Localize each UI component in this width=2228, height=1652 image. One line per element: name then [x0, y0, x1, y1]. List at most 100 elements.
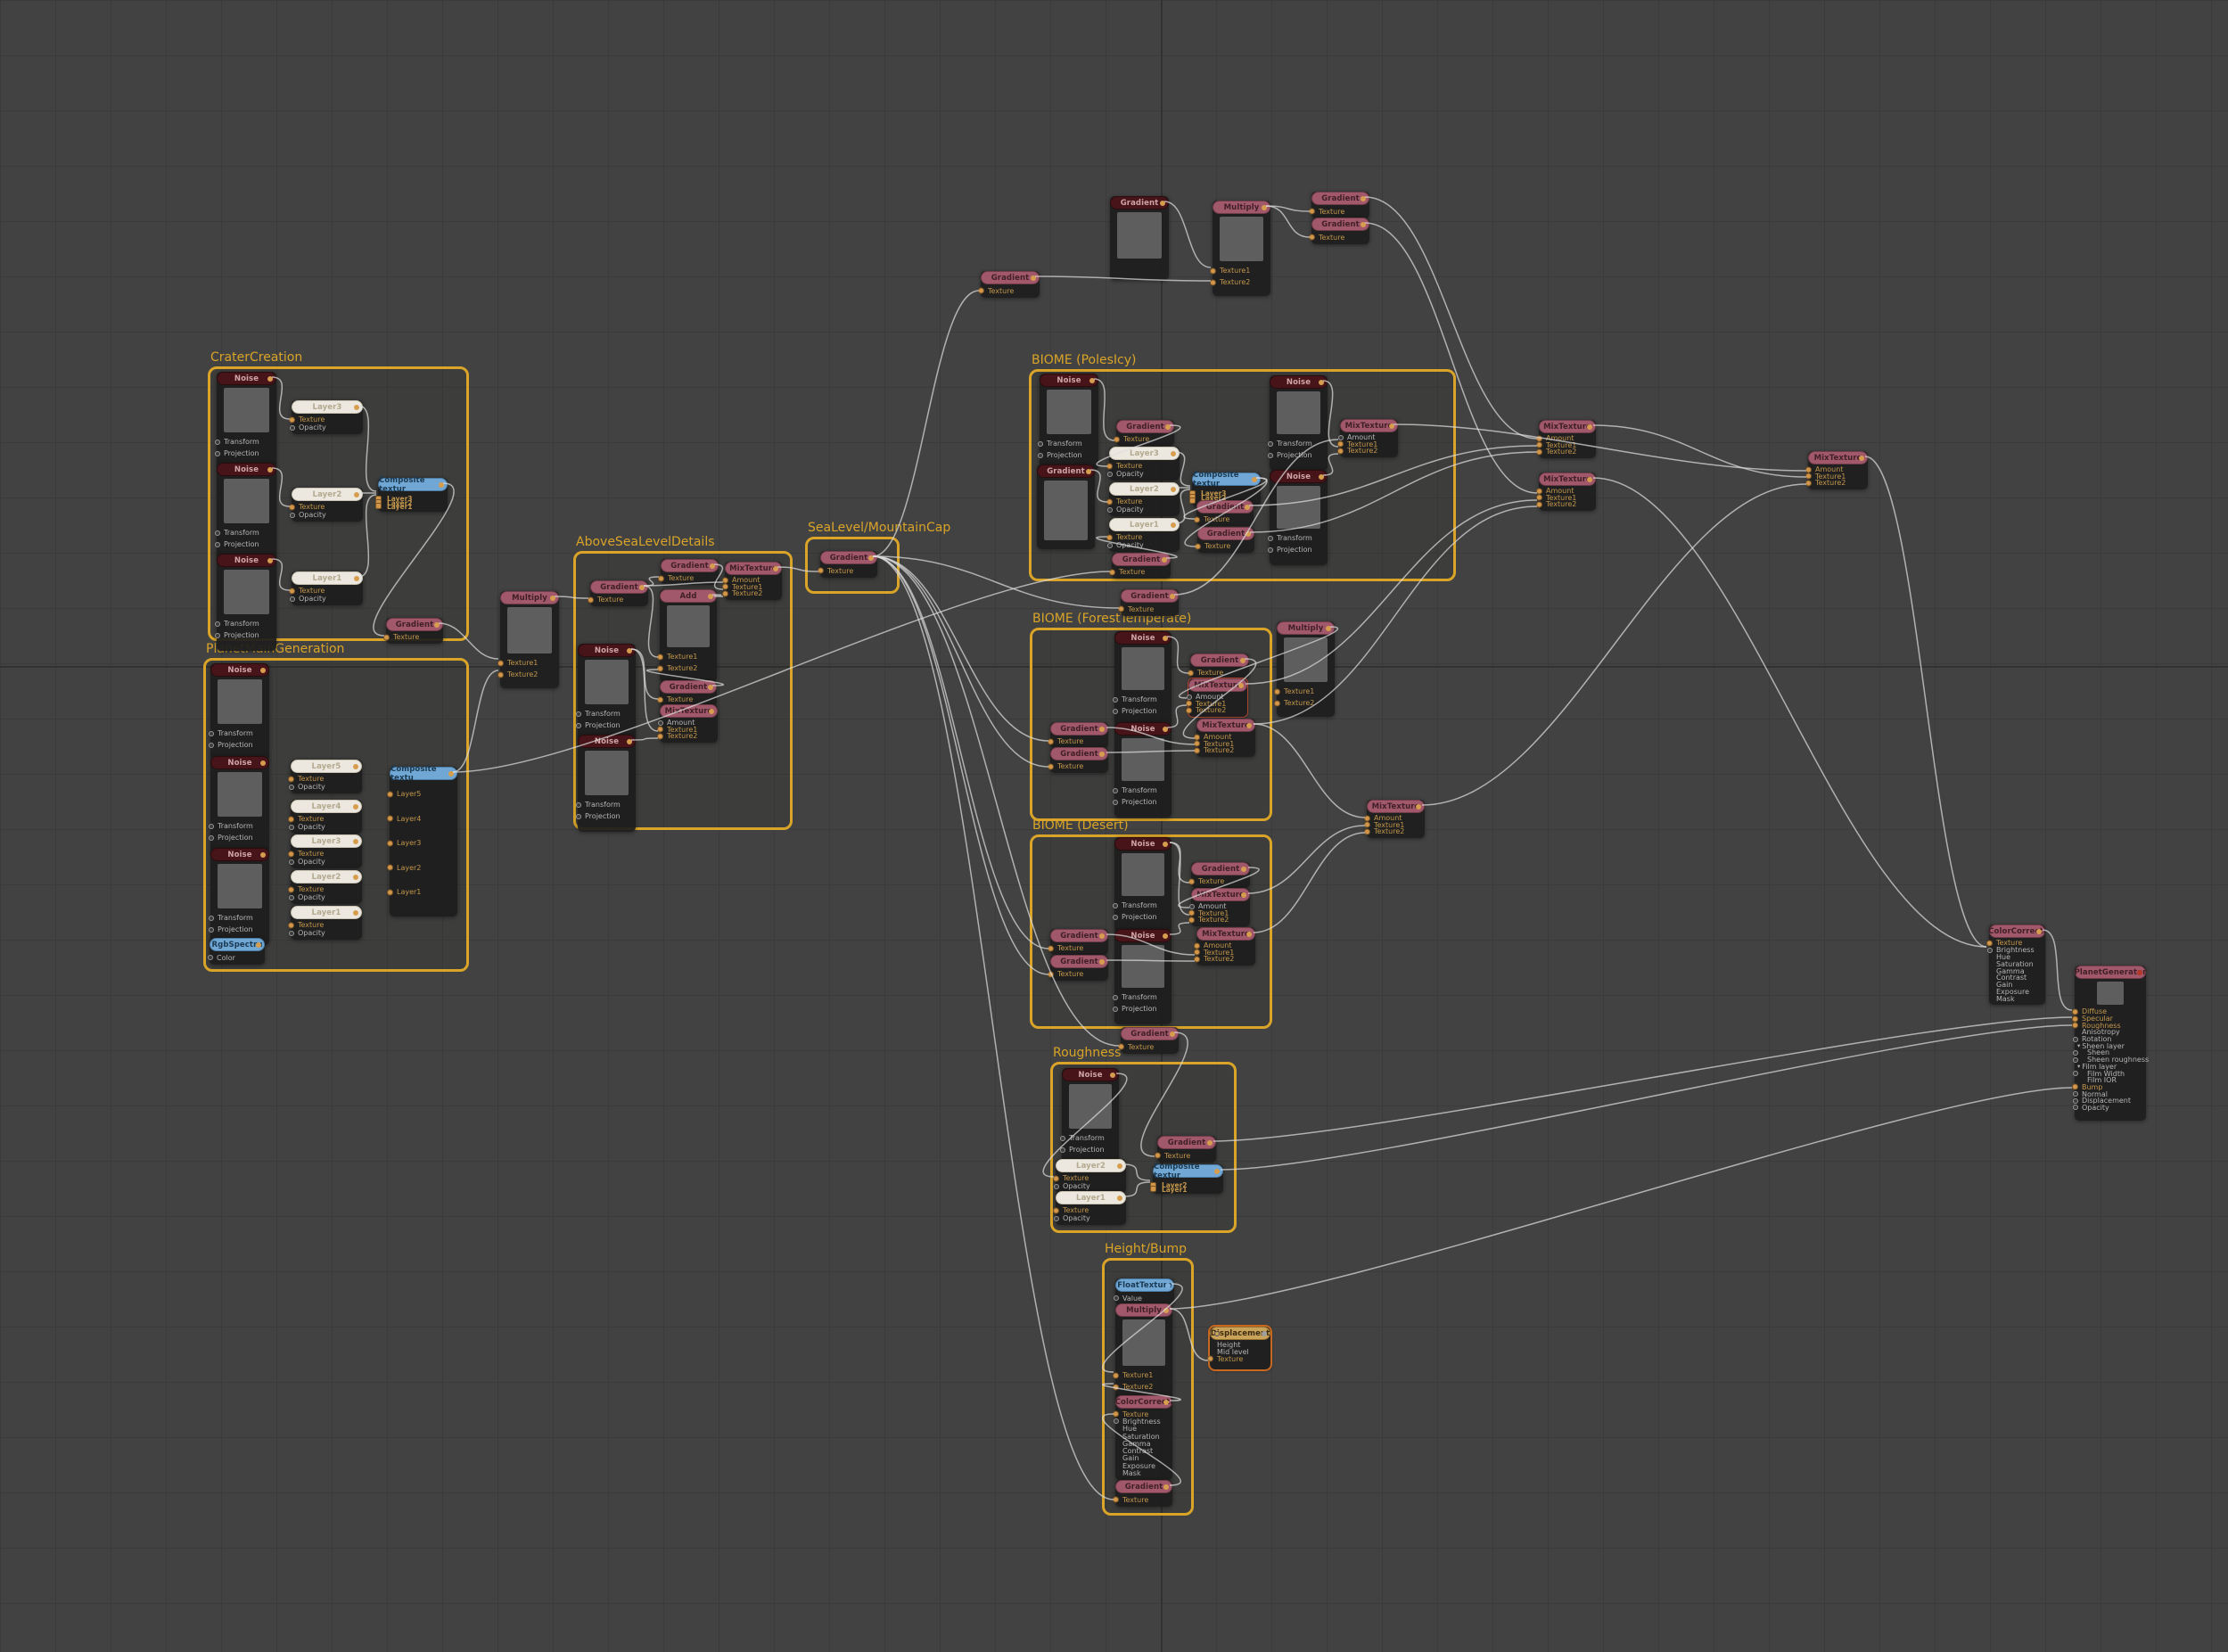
input-port[interactable]	[1113, 994, 1118, 1000]
composite-rough-header[interactable]: Composite textur	[1153, 1163, 1223, 1180]
input-port[interactable]	[1106, 534, 1113, 540]
mixtexture-desert-2-header[interactable]: MixTexture	[1196, 927, 1255, 941]
input-port[interactable]	[1113, 1006, 1118, 1012]
input-port[interactable]	[2072, 1022, 2078, 1029]
noise-icy-3-header[interactable]: Noise	[1270, 470, 1328, 483]
mixtexture-asl-2-header[interactable]: MixTexture	[660, 704, 718, 718]
output-port[interactable]	[1252, 476, 1257, 482]
gradient-icy-4-header[interactable]: Gradient	[1112, 553, 1171, 566]
input-port[interactable]	[1114, 436, 1120, 442]
output-port[interactable]	[354, 575, 359, 581]
input-port[interactable]	[209, 915, 214, 921]
toggle-icon[interactable]	[1214, 1330, 1220, 1336]
output-port[interactable]	[260, 667, 266, 673]
output-port[interactable]	[1165, 1282, 1171, 1288]
gradient-top-4-header[interactable]: Gradient	[1311, 218, 1369, 231]
gradient-icy-1-header[interactable]: Gradient	[1116, 420, 1174, 433]
input-port[interactable]	[657, 726, 663, 733]
output-port[interactable]	[1163, 933, 1168, 939]
layer-crater-3-header[interactable]: Layer3	[292, 400, 363, 414]
output-port[interactable]	[1241, 892, 1246, 898]
input-port[interactable]	[2073, 1056, 2078, 1063]
noise-crater-2-header[interactable]: Noise	[217, 463, 276, 476]
input-port[interactable]	[1274, 700, 1280, 706]
input-port-cluster[interactable]	[1150, 1182, 1156, 1192]
input-port[interactable]	[1189, 903, 1195, 909]
input-port[interactable]	[1194, 516, 1200, 522]
layer-planet-3-header[interactable]: Layer3	[291, 834, 362, 848]
input-port[interactable]	[1274, 688, 1280, 694]
multiply-forest-header[interactable]: Multiply	[1277, 621, 1335, 635]
output-port[interactable]	[1031, 275, 1036, 281]
input-port[interactable]	[2072, 1008, 2078, 1015]
output-port[interactable]	[1170, 1031, 1175, 1037]
gradient-sealevel-header[interactable]: Gradient	[820, 551, 877, 564]
colorcorrection-height-header[interactable]: ColorCorrecti	[1115, 1395, 1172, 1409]
input-port[interactable]	[1536, 488, 1542, 495]
noise-icy-1-header[interactable]: Noise	[1040, 374, 1098, 387]
output-port[interactable]	[1241, 866, 1246, 872]
output-port[interactable]	[1389, 423, 1394, 429]
output-port[interactable]	[1163, 1399, 1169, 1405]
input-port[interactable]	[290, 512, 295, 518]
input-port[interactable]	[1268, 535, 1273, 541]
output-port[interactable]	[354, 491, 359, 497]
input-port[interactable]	[208, 955, 213, 960]
input-port[interactable]	[1054, 1215, 1059, 1221]
output-port[interactable]	[1099, 933, 1105, 939]
input-port[interactable]	[722, 590, 728, 597]
input-port[interactable]	[1194, 747, 1200, 754]
output-port[interactable]	[709, 708, 714, 714]
input-port[interactable]	[2073, 1049, 2078, 1056]
output-port[interactable]	[439, 481, 444, 488]
gradient-desert-3-header[interactable]: Gradient	[1050, 955, 1108, 968]
gradient-icy-3-header[interactable]: Gradient	[1197, 527, 1254, 540]
input-port[interactable]	[209, 730, 214, 736]
input-port[interactable]	[1987, 947, 1993, 953]
input-port[interactable]	[2072, 1015, 2078, 1023]
output-port[interactable]	[448, 770, 454, 777]
input-port[interactable]	[1186, 700, 1192, 707]
input-port[interactable]	[1060, 1135, 1065, 1141]
input-port-cluster[interactable]	[1189, 490, 1196, 504]
input-port[interactable]	[289, 930, 294, 936]
output-port[interactable]	[1171, 522, 1176, 528]
input-port[interactable]	[1536, 494, 1542, 501]
input-port[interactable]	[1107, 471, 1113, 477]
output-port[interactable]	[434, 621, 440, 628]
input-port[interactable]	[657, 653, 663, 660]
input-port[interactable]	[576, 801, 581, 808]
output-port[interactable]	[1361, 195, 1366, 201]
input-port[interactable]	[497, 671, 504, 678]
output-port[interactable]	[1207, 1139, 1213, 1146]
input-port[interactable]	[215, 439, 220, 445]
input-port[interactable]	[289, 859, 294, 865]
output-port[interactable]	[1416, 803, 1421, 810]
output-port[interactable]	[1099, 751, 1105, 757]
